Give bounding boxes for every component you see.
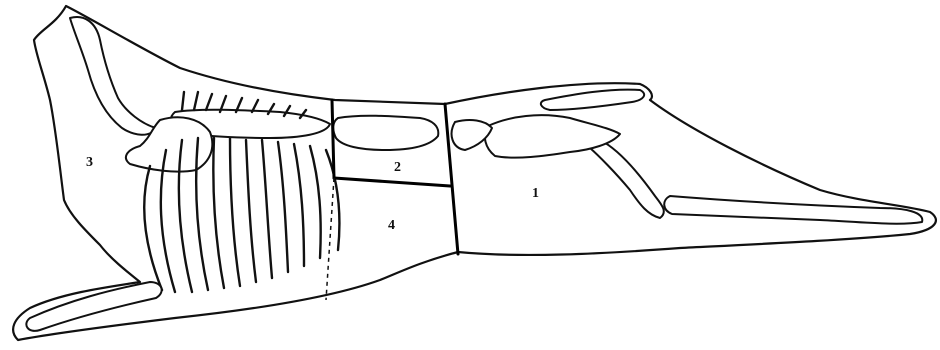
region-label-fore-quarter: 3 (86, 156, 93, 170)
cut-line-loin-fore (332, 100, 334, 178)
neck-vertebrae (70, 17, 156, 135)
region-label-hind-quarter: 1 (532, 187, 539, 201)
cut-line-loin-bottom (334, 178, 450, 186)
hind-leg-bone (590, 140, 664, 218)
tail-vertebrae (541, 90, 644, 110)
shank-bone (664, 196, 922, 224)
cut-line-flank-dashed (326, 178, 334, 300)
region-label-loin: 2 (394, 161, 401, 175)
region-label-flank: 4 (388, 219, 395, 233)
loin-vertebrae (333, 116, 438, 150)
